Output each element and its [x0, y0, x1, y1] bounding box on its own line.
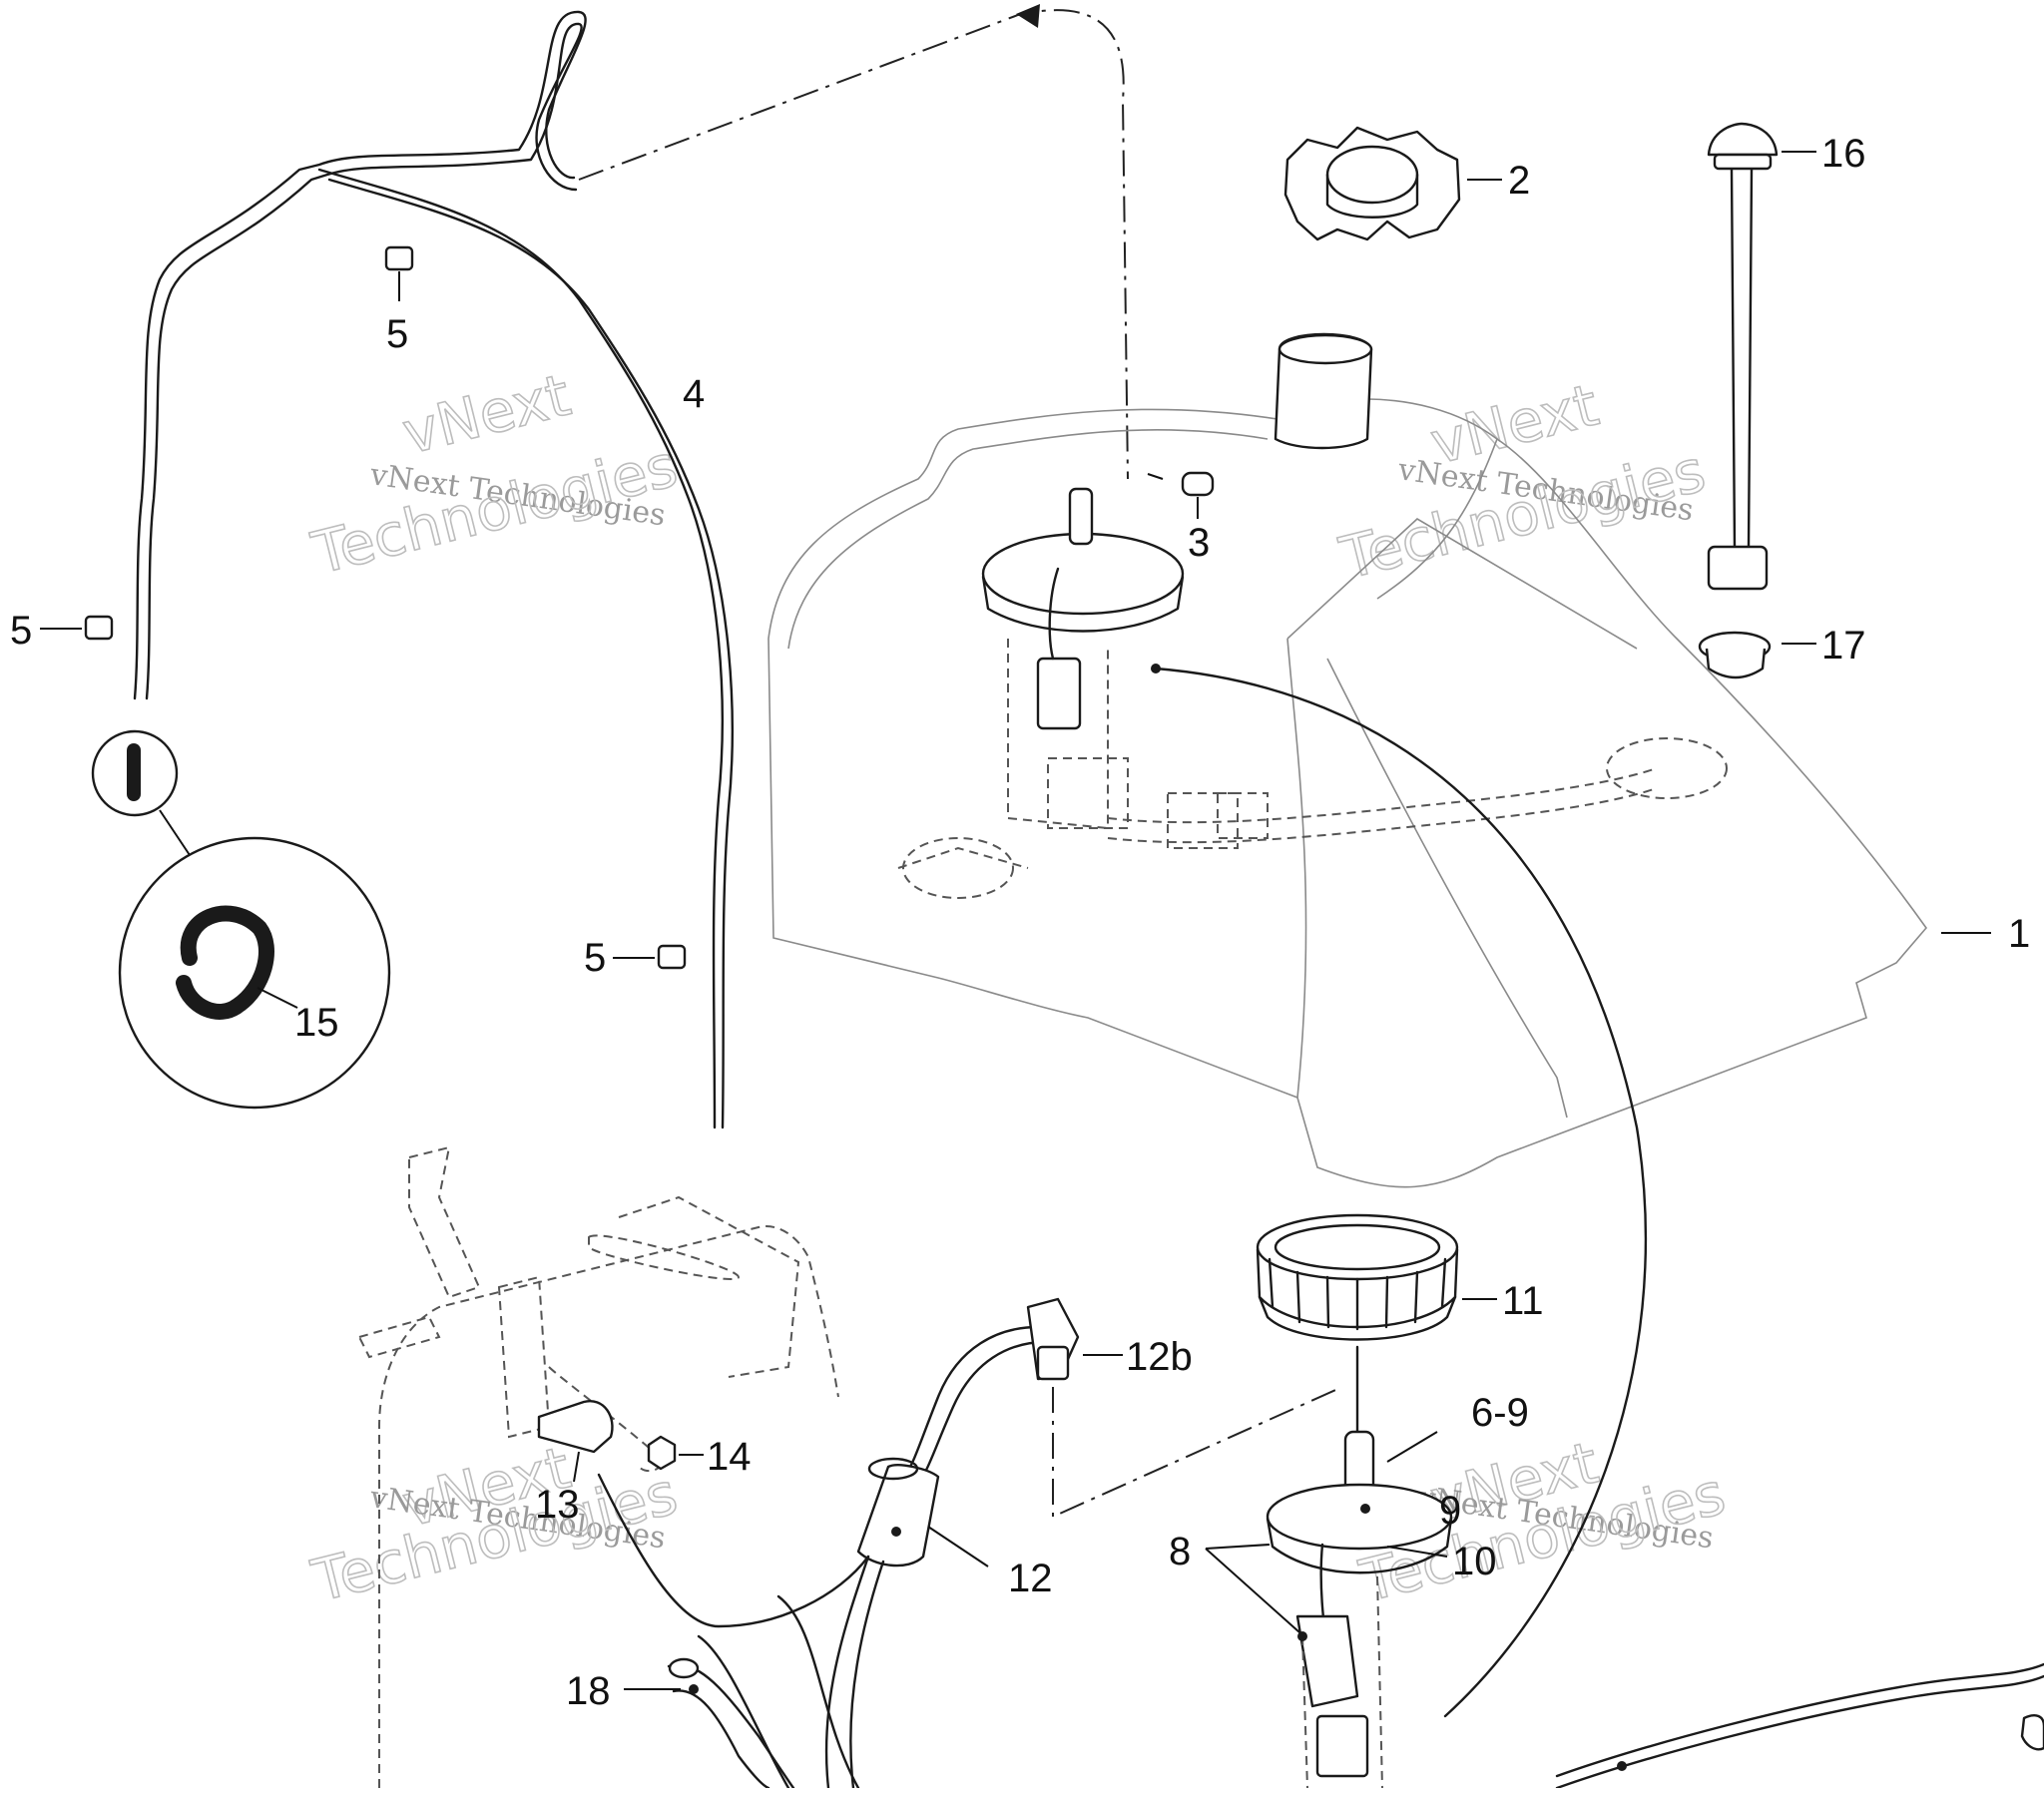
vent-fitting — [1181, 471, 1215, 519]
clip-5-left — [40, 615, 114, 641]
callout-13: 13 — [535, 1483, 580, 1527]
assembly-leader-arc — [1154, 667, 1648, 1718]
detail-view-15 — [91, 729, 391, 1110]
return-hose — [624, 1657, 795, 1790]
frame-ghost — [357, 1145, 839, 1788]
wire-harness — [1555, 1662, 2044, 1790]
fuel-pump-assembly — [1266, 1345, 1453, 1789]
callout-9: 9 — [1439, 1489, 1461, 1533]
watermark-top-left: vNext vNext Technologies Technologies — [304, 360, 685, 589]
pump-in-tank — [897, 473, 1728, 899]
callout-15: 15 — [294, 1001, 339, 1045]
watermark-top-right: vNext vNext Technologies Technologies — [1332, 370, 1713, 594]
clip-5-lower — [613, 944, 687, 970]
callout-17: 17 — [1821, 624, 1866, 668]
callout-14: 14 — [707, 1435, 752, 1479]
mounting-bracket — [537, 1400, 870, 1628]
callout-6-9: 6-9 — [1471, 1391, 1529, 1435]
nut — [647, 1435, 704, 1471]
callout-5-left: 5 — [10, 609, 32, 653]
watermark-bottom-left: vNext vNext Technologies Technologies — [304, 1433, 685, 1616]
vent-hose — [133, 10, 734, 1129]
callout-16: 16 — [1821, 132, 1866, 176]
callout-5-top: 5 — [386, 312, 408, 356]
fuel-line-filter — [697, 1297, 1123, 1790]
callout-12: 12 — [1008, 1557, 1053, 1600]
callout-11: 11 — [1502, 1279, 1544, 1323]
fuel-tank — [767, 332, 1991, 1188]
callout-12b: 12b — [1126, 1335, 1193, 1379]
fuel-cap — [1283, 126, 1502, 241]
routing-line-vent — [578, 9, 1129, 480]
callout-3: 3 — [1188, 521, 1210, 565]
callout-10: 10 — [1452, 1540, 1497, 1583]
clip-5-top — [384, 245, 414, 301]
grommet — [1698, 631, 1816, 679]
watermark-brand-text: vNext — [396, 361, 577, 468]
fuel-gauge-sender — [1707, 122, 1816, 591]
callout-1: 1 — [2008, 912, 2030, 956]
callout-labels: 1 2 3 4 5 5 5 6-9 8 9 10 11 12 12b 13 14… — [10, 132, 2030, 1713]
lock-ring — [1256, 1213, 1497, 1341]
callout-8-leaders — [1205, 1544, 1300, 1633]
routing-arrow-icon — [1016, 4, 1040, 28]
callout-2: 2 — [1508, 159, 1530, 203]
callout-18: 18 — [566, 1669, 611, 1713]
routing-line-connector — [1052, 1386, 1343, 1519]
callout-8: 8 — [1169, 1530, 1191, 1573]
callout-5-lower: 5 — [584, 936, 606, 980]
watermark-word-text: Technologies — [305, 431, 684, 587]
callout-4: 4 — [683, 372, 705, 416]
